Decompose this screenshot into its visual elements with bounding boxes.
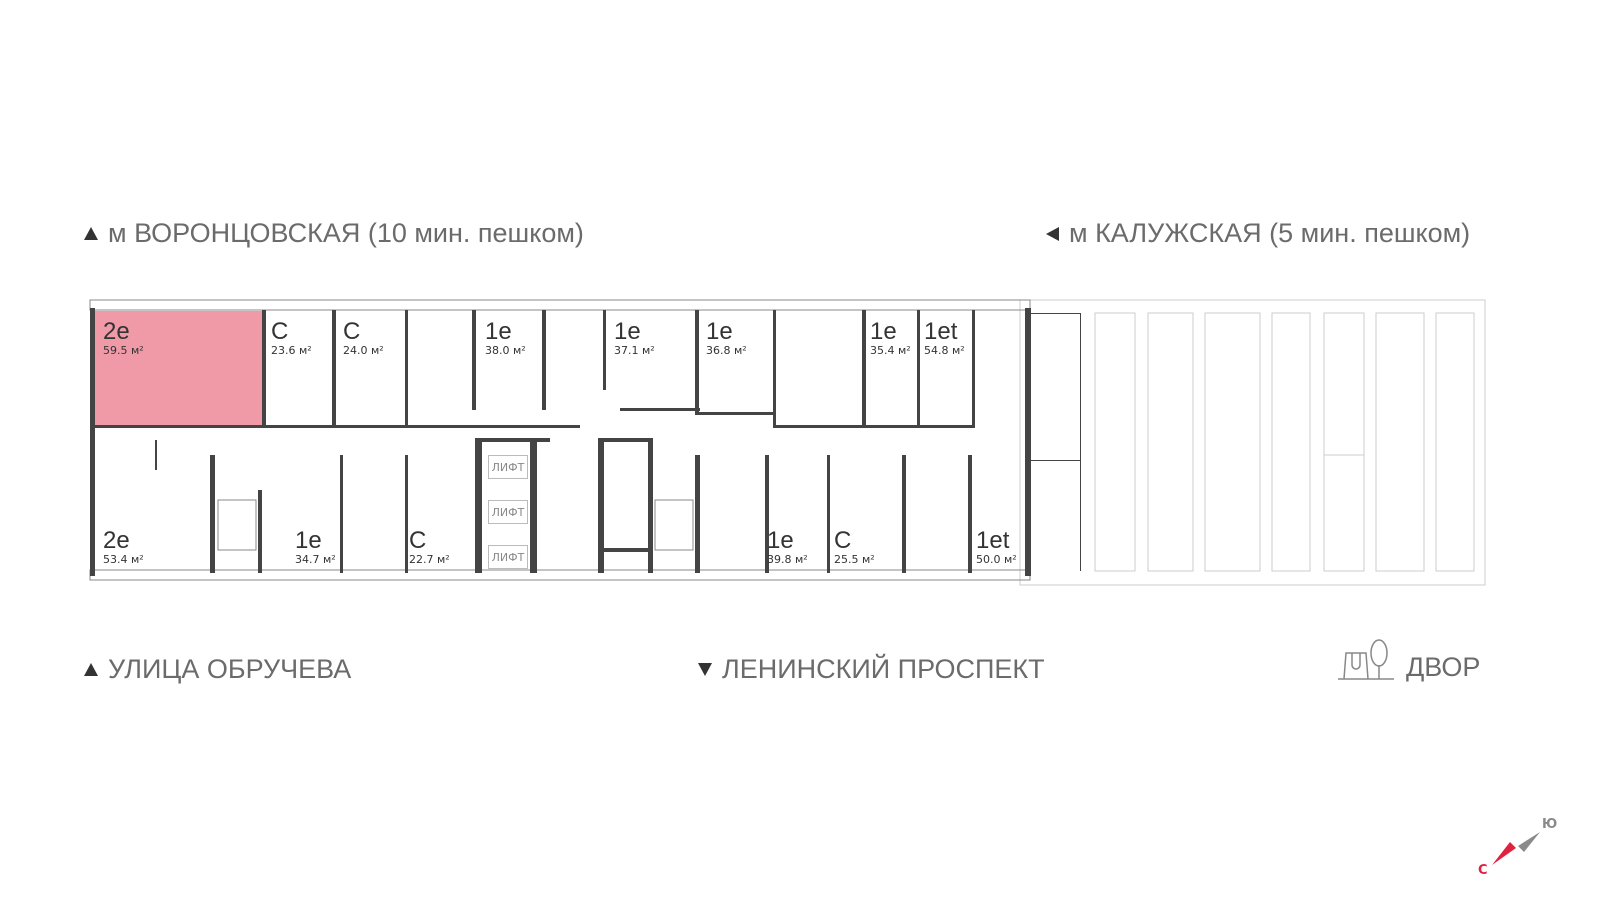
annex-outline: [1019, 299, 1486, 586]
apartment-area: 37.1 м²: [614, 344, 655, 357]
elevator: ЛИФТ: [488, 455, 528, 479]
apartment-type: 1e: [485, 318, 512, 345]
compass-north-label: С: [1478, 863, 1488, 878]
street-text: м ВОРОНЦОВСКАЯ (10 мин. пешком): [108, 218, 584, 248]
apartment-area: 59.5 м²: [103, 344, 144, 357]
street-text: м КАЛУЖСКАЯ (5 мин. пешком): [1069, 218, 1471, 248]
direction-arrow-icon: [84, 227, 98, 240]
street-text: УЛИЦА ОБРУЧЕВА: [108, 654, 352, 684]
apartment-type: 1e: [614, 318, 641, 345]
courtyard-label: ДВОР: [1336, 636, 1480, 683]
walls: [89, 299, 1081, 581]
leninsky-prospekt-label: ЛЕНИНСКИЙ ПРОСПЕКТ: [698, 654, 1045, 685]
compass-south-label: Ю: [1542, 817, 1558, 832]
apartment-type: 1e: [870, 318, 897, 345]
apartment-area: 25.5 м²: [834, 553, 875, 566]
metro-kaluzhskaya-label: м КАЛУЖСКАЯ (5 мин. пешком): [1046, 218, 1470, 249]
direction-arrow-icon: [1046, 226, 1059, 241]
elevator: ЛИФТ: [488, 500, 528, 524]
apartment-highlight-fill: [95, 311, 263, 426]
apartment-type: 2e: [103, 318, 130, 345]
apartment-type: 1e: [295, 527, 322, 554]
apartment-type: 1et: [924, 318, 958, 345]
apartment-type: 2e: [103, 527, 130, 554]
direction-arrow-icon: [698, 663, 712, 676]
apartment-area: 53.4 м²: [103, 553, 144, 566]
apartment-area: 24.0 м²: [343, 344, 384, 357]
apartment-type: С: [834, 527, 852, 554]
compass-icon: [1492, 832, 1540, 865]
direction-arrow-icon: [84, 663, 98, 676]
stairs: [217, 499, 694, 551]
apartment-type: 1e: [706, 318, 733, 345]
apartment-area: 54.8 м²: [924, 344, 965, 357]
apartment-area: 23.6 м²: [271, 344, 312, 357]
street-text: ДВОР: [1406, 652, 1481, 682]
apartment-area: 34.7 м²: [295, 553, 336, 566]
apartment-area: 38.0 м²: [485, 344, 526, 357]
apartment-area: 22.7 м²: [409, 553, 450, 566]
apartment-type: С: [343, 318, 361, 345]
apartment-area: 35.4 м²: [870, 344, 911, 357]
elevator: ЛИФТ: [488, 545, 528, 569]
apartment-type: 1e: [767, 527, 794, 554]
apartment-area: 50.0 м²: [976, 553, 1017, 566]
playground-tree-icon: [1338, 638, 1394, 680]
apartment-area: 39.8 м²: [767, 553, 808, 566]
apartment-type: С: [271, 318, 289, 345]
apartment-area: 36.8 м²: [706, 344, 747, 357]
street-text: ЛЕНИНСКИЙ ПРОСПЕКТ: [722, 654, 1045, 684]
apartment-type: С: [409, 527, 427, 554]
apartment-type: 1et: [976, 527, 1010, 554]
obrucheva-street-label: УЛИЦА ОБРУЧЕВА: [84, 654, 351, 685]
metro-vorontsovskaya-label: м ВОРОНЦОВСКАЯ (10 мин. пешком): [84, 218, 584, 249]
